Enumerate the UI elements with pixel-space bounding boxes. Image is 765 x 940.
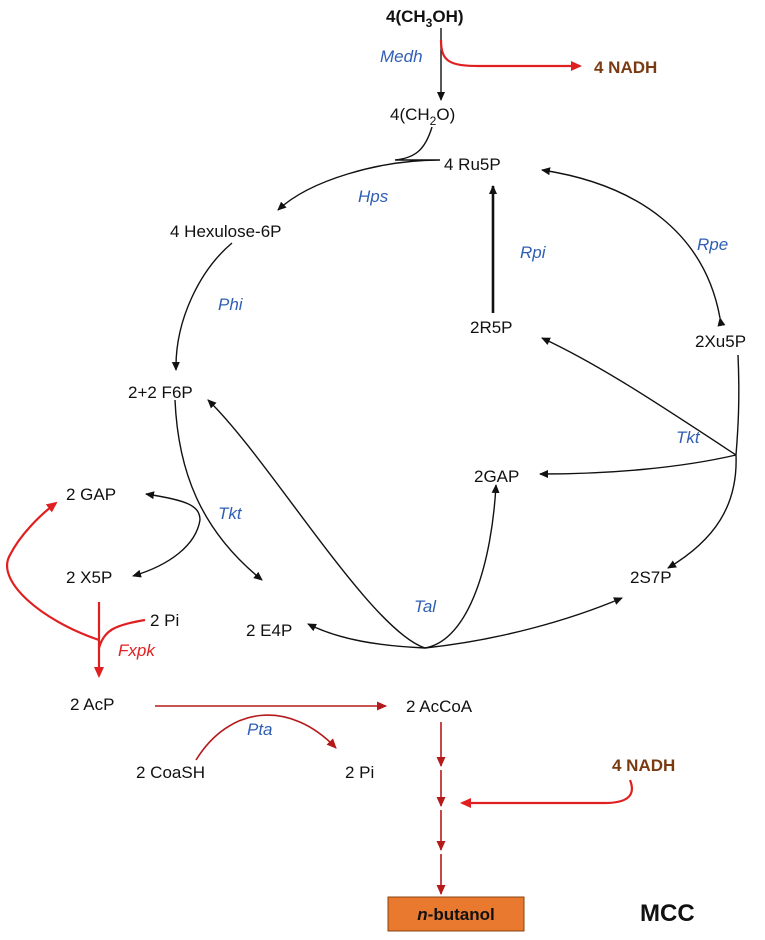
pi-top-label: 2 Pi bbox=[150, 611, 179, 630]
arrow-tal-to-f6p bbox=[207, 399, 426, 649]
pta-enzyme: Pta bbox=[247, 720, 273, 739]
rpe-enzyme: Rpe bbox=[697, 235, 728, 254]
rpi-enzyme: Rpi bbox=[520, 243, 547, 262]
tkt-right-enzyme: Tkt bbox=[676, 428, 701, 447]
accoa-label: 2 AcCoA bbox=[406, 697, 473, 716]
arrow-tkt-left-to-x5p bbox=[132, 519, 201, 578]
product-box bbox=[387, 896, 525, 932]
hexulose-label: 4 Hexulose-6P bbox=[170, 222, 282, 241]
s7p-label: 2S7P bbox=[630, 568, 672, 587]
arrow-tkt-to-s7p bbox=[667, 454, 737, 569]
coash-label: 2 CoaSH bbox=[136, 763, 205, 782]
formaldehyde-label: 4(CH2O) bbox=[390, 105, 455, 128]
tkt-left-enzyme: Tkt bbox=[218, 504, 243, 523]
arrow-pi-into-fxpk bbox=[97, 618, 146, 649]
gap-left-label: 2 GAP bbox=[66, 485, 116, 504]
ru5p-label: 4 Ru5P bbox=[444, 155, 501, 174]
fxpk-enzyme: Fxpk bbox=[118, 641, 156, 660]
pathway-label: MCC bbox=[640, 900, 695, 927]
arrow-hps bbox=[278, 126, 441, 210]
methanol-label: 4(CH3OH) bbox=[386, 7, 464, 30]
arrow-tal-to-s7p bbox=[424, 597, 623, 649]
pi-bottom-label: 2 Pi bbox=[345, 763, 374, 782]
nadh-top: 4 NADH bbox=[594, 58, 657, 77]
arrow-nadh-to-chain bbox=[460, 779, 633, 808]
arrow-phi bbox=[171, 242, 233, 371]
r5p-label: 2R5P bbox=[470, 318, 513, 337]
medh-enzyme: Medh bbox=[380, 47, 423, 66]
hps-enzyme: Hps bbox=[358, 187, 389, 206]
arrow-pta bbox=[195, 714, 337, 761]
arrow-f6p-to-e4p bbox=[174, 399, 263, 581]
arrow-tkt-to-gap bbox=[539, 454, 737, 478]
arrow-rpe bbox=[541, 167, 726, 327]
tal-enzyme: Tal bbox=[414, 597, 437, 616]
arrow-fxpk-to-gap bbox=[6, 501, 100, 642]
arrow-tal-to-gap bbox=[424, 484, 500, 649]
phi-enzyme: Phi bbox=[218, 295, 244, 314]
arrow-tkt-left-to-gap bbox=[145, 491, 201, 521]
f6p-label: 2+2 F6P bbox=[128, 383, 193, 402]
xu5p-label: 2Xu5P bbox=[695, 332, 746, 351]
nadh-bottom: 4 NADH bbox=[612, 756, 675, 775]
gap-center-label: 2GAP bbox=[474, 467, 519, 486]
arrow-tal-to-e4p bbox=[307, 623, 426, 649]
product-label: n-butanol bbox=[417, 905, 494, 924]
x5p-label: 2 X5P bbox=[66, 568, 112, 587]
arrow-xu5p-to-tkt bbox=[735, 354, 740, 456]
e4p-label: 2 E4P bbox=[246, 621, 292, 640]
arrow-medh-nadh bbox=[439, 39, 582, 71]
acp-label: 2 AcP bbox=[70, 695, 114, 714]
arrow-tkt-to-r5p bbox=[541, 337, 737, 456]
